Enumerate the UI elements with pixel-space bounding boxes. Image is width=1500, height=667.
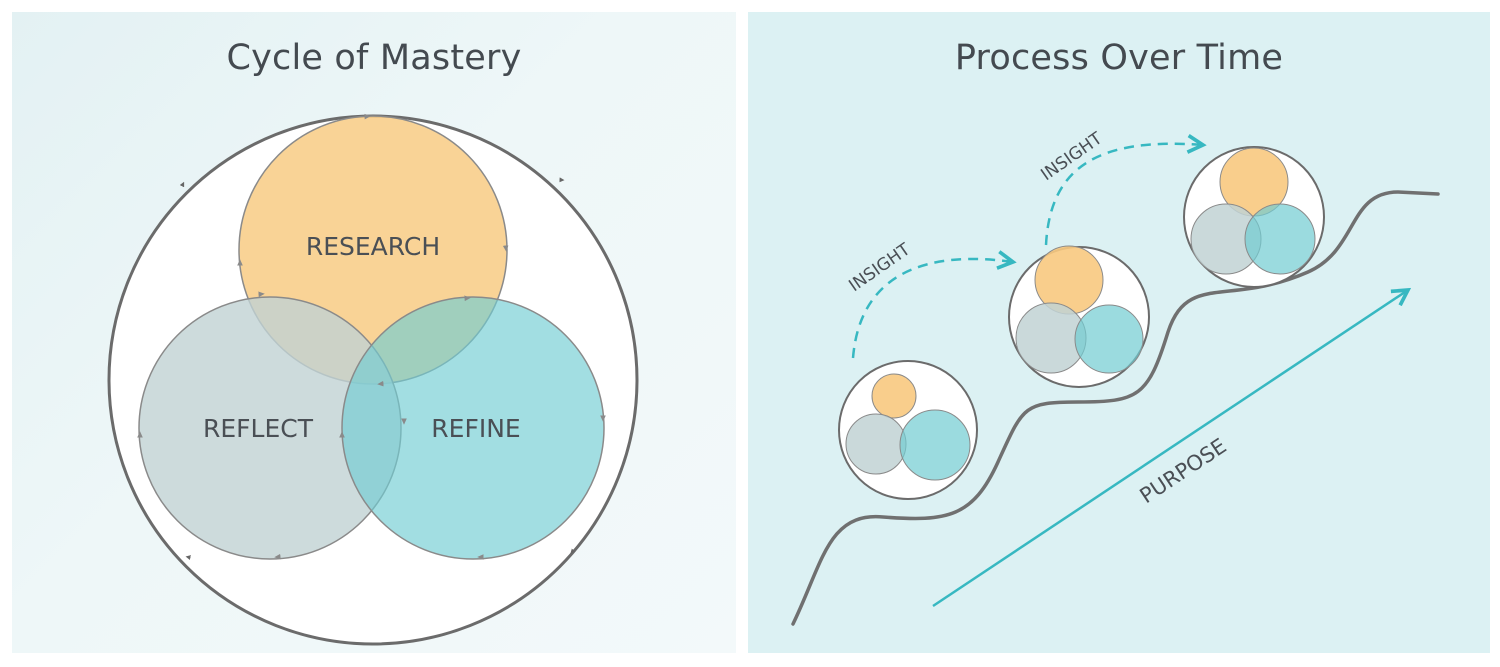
- refine-circle: [341, 296, 605, 560]
- purpose-label: PURPOSE: [1135, 434, 1230, 508]
- cycle-venn-small-3: [1183, 146, 1325, 288]
- panel-title: Cycle of Mastery: [226, 38, 522, 78]
- cycle-venn-small-2: [1008, 245, 1150, 388]
- process-diagram: PURPOSE INSIGHT INSIGHT: [791, 128, 1440, 626]
- growth-path: [791, 190, 1440, 626]
- research-label: RESEARCH: [306, 232, 440, 261]
- purpose-arrow: [932, 290, 1408, 608]
- insight-arrow-1: [851, 259, 1013, 359]
- insight-label-1: INSIGHT: [845, 239, 914, 296]
- panel-title: Process Over Time: [954, 38, 1284, 78]
- cycle-of-mastery-panel: Cycle of Mastery: [12, 12, 736, 653]
- reflect-label: REFLECT: [203, 414, 314, 443]
- process-over-time-panel: Process Over Time PURPOSE INSIGHT INSIGH…: [748, 12, 1490, 653]
- cycle-diagram: RESEARCH REFLECT REFINE: [107, 113, 639, 646]
- insight-arrow-2: [1044, 144, 1203, 246]
- cycle-venn-small-1: [838, 360, 978, 500]
- refine-label: REFINE: [431, 414, 520, 443]
